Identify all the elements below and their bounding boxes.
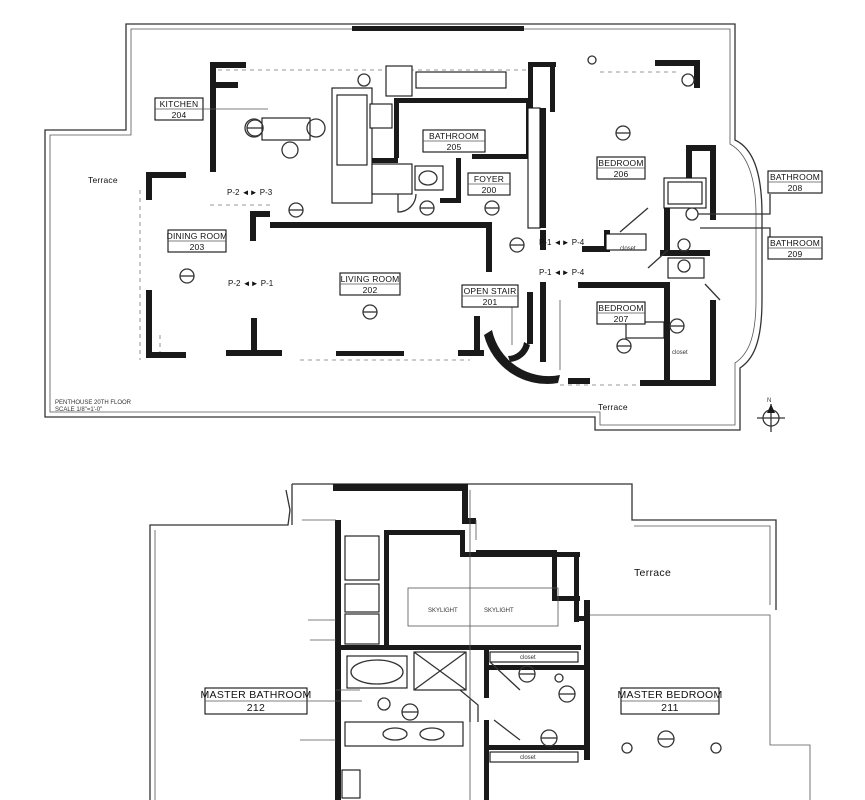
- svg-text:211: 211: [661, 702, 679, 714]
- master-bath-fixtures: [341, 651, 479, 799]
- svg-text:MASTER BEDROOM: MASTER BEDROOM: [617, 689, 722, 701]
- closet-label: closet: [620, 246, 636, 252]
- room-label-foyer: FOYER 200: [467, 172, 511, 196]
- lower-terrace-outline: [149, 483, 777, 800]
- svg-text:203: 203: [190, 242, 205, 252]
- terrace-label-lower: Terrace: [634, 567, 671, 579]
- svg-text:FOYER: FOYER: [474, 174, 504, 184]
- svg-text:DINING ROOM: DINING ROOM: [167, 231, 228, 241]
- svg-text:SKYLIGHT: SKYLIGHT: [484, 608, 514, 614]
- svg-text:207: 207: [614, 314, 629, 324]
- foyer-column: [527, 107, 541, 229]
- svg-text:BATHROOM: BATHROOM: [429, 131, 479, 141]
- svg-text:N: N: [767, 398, 771, 404]
- upper-floor-plan: KITCHEN 204 BATHROOM 205 FOYER 200 DININ…: [44, 23, 823, 432]
- tag-p1-p4-b: P-1 ◄► P-4: [539, 268, 585, 277]
- svg-text:MASTER BATHROOM: MASTER BATHROOM: [200, 689, 311, 701]
- room-label-kitchen: KITCHEN 204: [154, 97, 268, 121]
- plan-caption-title: PENTHOUSE 20TH FLOOR: [55, 400, 132, 406]
- room-label-open-stair: OPEN STAIR 201: [461, 284, 519, 308]
- svg-text:OPEN STAIR: OPEN STAIR: [464, 286, 517, 296]
- tag-p1-p4-a: P-1 ◄► P-4: [539, 238, 585, 247]
- room-label-dining-room: DINING ROOM 203: [167, 229, 228, 253]
- plan-caption-scale: SCALE 1/8"=1'-0": [55, 407, 102, 413]
- closet-label: closet: [520, 655, 536, 661]
- svg-text:202: 202: [363, 285, 378, 295]
- svg-text:KITCHEN: KITCHEN: [160, 99, 199, 109]
- guide-lines: [139, 69, 700, 386]
- terrace-label-left: Terrace: [88, 175, 118, 185]
- tag-p2-p1: P-2 ◄► P-1: [228, 279, 274, 288]
- svg-text:206: 206: [614, 169, 629, 179]
- top-window: [352, 26, 524, 31]
- room-label-bedroom-206: BEDROOM 206: [596, 156, 646, 180]
- kitchen-fixtures: [244, 65, 507, 204]
- svg-text:205: 205: [447, 142, 462, 152]
- svg-text:212: 212: [247, 702, 265, 714]
- interior-walls: [250, 62, 710, 380]
- bathroom-205-fixtures: [371, 163, 444, 213]
- skylight-area: SKYLIGHT SKYLIGHT: [407, 587, 559, 627]
- closet-label: closet: [672, 350, 688, 356]
- svg-text:BATHROOM: BATHROOM: [770, 238, 820, 248]
- lower-cabinets: [344, 535, 380, 645]
- room-label-living-room: LIVING ROOM 202: [339, 272, 401, 296]
- north-arrow-icon: N: [757, 398, 785, 432]
- room-label-master-bedroom: MASTER BEDROOM 211: [617, 687, 722, 715]
- svg-text:204: 204: [172, 110, 187, 120]
- svg-text:BATHROOM: BATHROOM: [770, 172, 820, 182]
- room-label-bathroom-209: BATHROOM 209: [767, 236, 823, 260]
- room-label-bedroom-207: BEDROOM 207: [596, 301, 646, 325]
- svg-text:201: 201: [483, 297, 498, 307]
- open-stair: [484, 282, 561, 384]
- room-label-master-bathroom: MASTER BATHROOM 212: [200, 687, 362, 715]
- svg-text:209: 209: [788, 249, 803, 259]
- svg-text:BEDROOM: BEDROOM: [598, 158, 643, 168]
- svg-text:208: 208: [788, 183, 803, 193]
- lower-floor-plan: SKYLIGHT SKYLIGHT closet closet: [149, 483, 811, 800]
- lower-closets: closet closet: [489, 651, 579, 763]
- svg-text:SKYLIGHT: SKYLIGHT: [428, 608, 458, 614]
- room-label-bathroom-205: BATHROOM 205: [422, 129, 486, 153]
- lower-detail-markers: [377, 665, 722, 754]
- right-suite-fixtures: [605, 177, 721, 339]
- terrace-outline-inner: [49, 28, 757, 426]
- svg-text:LIVING ROOM: LIVING ROOM: [341, 274, 400, 284]
- terrace-label-bottom: Terrace: [598, 402, 628, 412]
- tag-p2-p3: P-2 ◄► P-3: [227, 188, 273, 197]
- exterior-walls: [146, 60, 716, 386]
- lower-walls: [333, 484, 590, 800]
- terrace-outline: [44, 23, 763, 431]
- room-label-bathroom-208: BATHROOM 208: [767, 170, 823, 194]
- svg-text:BEDROOM: BEDROOM: [598, 303, 643, 313]
- closet-label: closet: [520, 755, 536, 761]
- lower-terrace-outline-inner: [154, 525, 811, 800]
- svg-text:200: 200: [482, 185, 497, 195]
